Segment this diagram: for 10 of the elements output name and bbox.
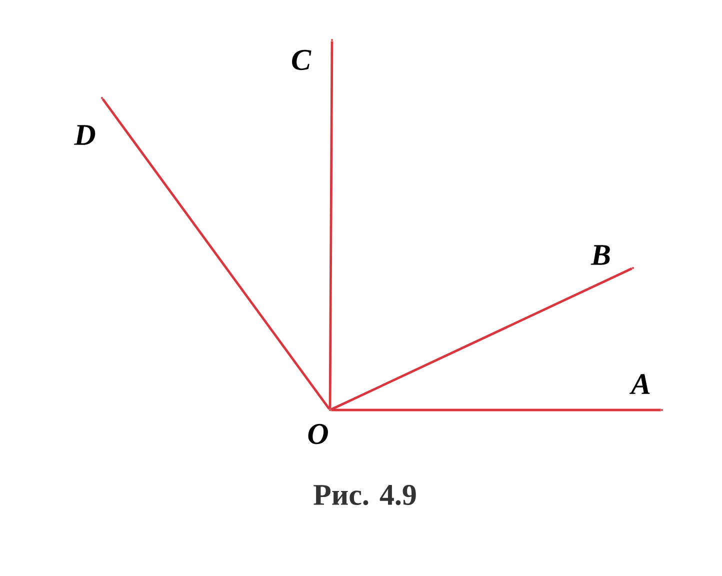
ray <box>330 267 632 411</box>
point-label: A <box>629 374 650 394</box>
point-label: B <box>590 245 610 265</box>
point-label: O <box>308 424 328 444</box>
ray <box>328 41 334 409</box>
point-label: C <box>292 50 312 70</box>
ray <box>331 408 661 412</box>
figure-caption: Рис. 4.9 <box>314 484 416 506</box>
point-label: D <box>74 125 96 145</box>
ray <box>102 98 330 410</box>
